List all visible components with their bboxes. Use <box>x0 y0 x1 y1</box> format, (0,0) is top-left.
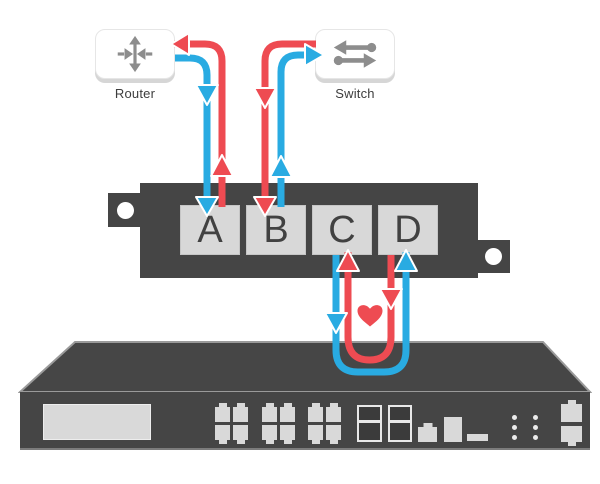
port-d-label: D <box>394 209 422 251</box>
router-icon <box>117 35 153 73</box>
appliance-lcd-display <box>43 404 151 440</box>
arrowhead-blue-down-mid-a <box>195 84 219 106</box>
panel-port-a: A <box>180 205 240 255</box>
switch-icon <box>333 40 377 68</box>
usb-port <box>444 417 462 442</box>
heart-icon <box>357 305 383 327</box>
rj45-port <box>262 425 277 440</box>
led-dot-grid <box>512 415 538 440</box>
switch-node <box>315 29 395 79</box>
led-dot <box>512 415 517 420</box>
appliance-front-face <box>20 392 590 450</box>
rj45-port <box>308 425 323 440</box>
led-dot <box>533 425 538 430</box>
router-icon-arrow-up <box>129 35 141 45</box>
panel-port-d: D <box>378 205 438 255</box>
appliance-top-face <box>18 341 592 393</box>
switch-icon-arrow-right <box>363 53 377 68</box>
rj45-port <box>215 407 230 422</box>
arrowhead-blue-up-mid-b <box>269 155 293 178</box>
led-dot <box>512 435 517 440</box>
port-c-label: C <box>328 209 356 251</box>
rj45-port <box>233 407 248 422</box>
arrowhead-red-down-mid-b <box>253 87 277 109</box>
switch-label: Switch <box>335 86 375 101</box>
panel-mount-ear-left <box>108 193 142 227</box>
port-a-label: A <box>197 209 223 251</box>
mgmt-port-bottom <box>561 426 582 442</box>
router-node <box>95 29 175 79</box>
rj45-port <box>233 425 248 440</box>
rj45-port <box>326 425 341 440</box>
rj45-port <box>262 407 277 422</box>
panel-mount-ear-right <box>476 240 510 273</box>
port-b-label: B <box>263 209 289 251</box>
console-port <box>418 427 437 442</box>
rj45-port <box>280 407 295 422</box>
panel-port-b: B <box>246 205 306 255</box>
router-icon-arrow-right-in <box>124 48 134 60</box>
mgmt-port-top <box>561 404 582 422</box>
rj45-port <box>308 407 323 422</box>
led-dot <box>512 425 517 430</box>
switch-icon-arrow-left <box>333 40 347 55</box>
panel-port-c: C <box>312 205 372 255</box>
router-icon-arrow-down <box>129 63 141 73</box>
rj45-port <box>280 425 295 440</box>
mount-hole-right <box>484 248 502 265</box>
router-label: Router <box>114 86 156 101</box>
sfp-cage <box>388 405 412 442</box>
arrowhead-red-down-below-d <box>379 288 403 310</box>
arrowhead-blue-down-below-c <box>324 312 348 334</box>
led-dot <box>533 435 538 440</box>
reset-bar <box>467 434 488 441</box>
mount-hole-left <box>116 201 134 219</box>
arrowhead-red-up-mid-a <box>210 154 234 177</box>
rj45-port <box>326 407 341 422</box>
led-dot <box>533 415 538 420</box>
rj45-port <box>215 425 230 440</box>
router-icon-arrow-left-in <box>136 48 146 60</box>
sfp-cage <box>357 405 382 442</box>
